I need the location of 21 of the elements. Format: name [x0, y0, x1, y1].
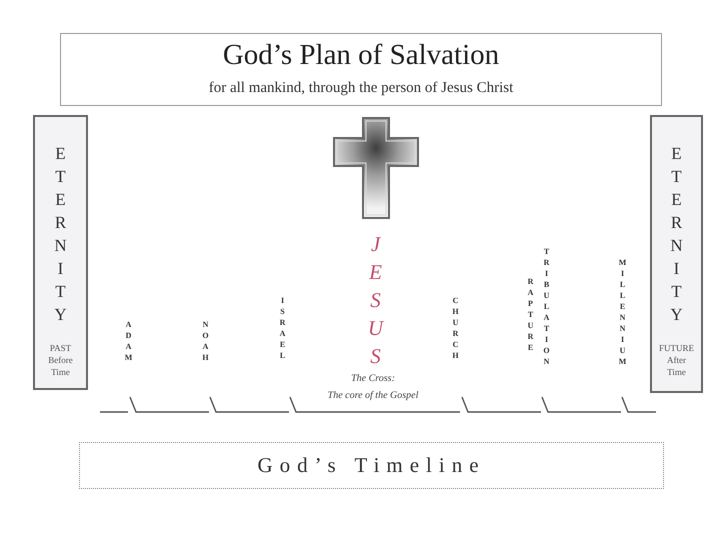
era-label: RAPTURE [526, 277, 534, 354]
jesus-label: JESUS [364, 232, 386, 372]
era-label: NOAH [201, 320, 209, 364]
eternity-panel [33, 115, 88, 390]
eternity-heading: ETERNITY [668, 144, 685, 328]
cross-caption: The core of the Gospel [328, 390, 418, 401]
title-panel [60, 33, 662, 106]
cross-caption: The Cross: [351, 373, 395, 384]
era-label: ADAM [124, 320, 132, 364]
era-label: MILLENNIUM [618, 258, 626, 368]
timeline-banner [79, 442, 664, 489]
subtitle: for all mankind, through the person of Jesus Christ [208, 80, 514, 97]
era-label: TRIBULATION [542, 247, 550, 368]
eternity-panel [650, 115, 703, 393]
banner-title: God’s Timeline [257, 453, 486, 478]
eternity-heading: ETERNITY [52, 144, 69, 328]
era-label: ISRAEL [278, 296, 286, 362]
eternity-note: PAST Before Time [47, 342, 74, 378]
eternity-note: FUTURE After Time [658, 342, 695, 378]
title-heading: God’s Plan of Salvation [222, 40, 500, 72]
era-label: CHURCH [451, 296, 459, 362]
